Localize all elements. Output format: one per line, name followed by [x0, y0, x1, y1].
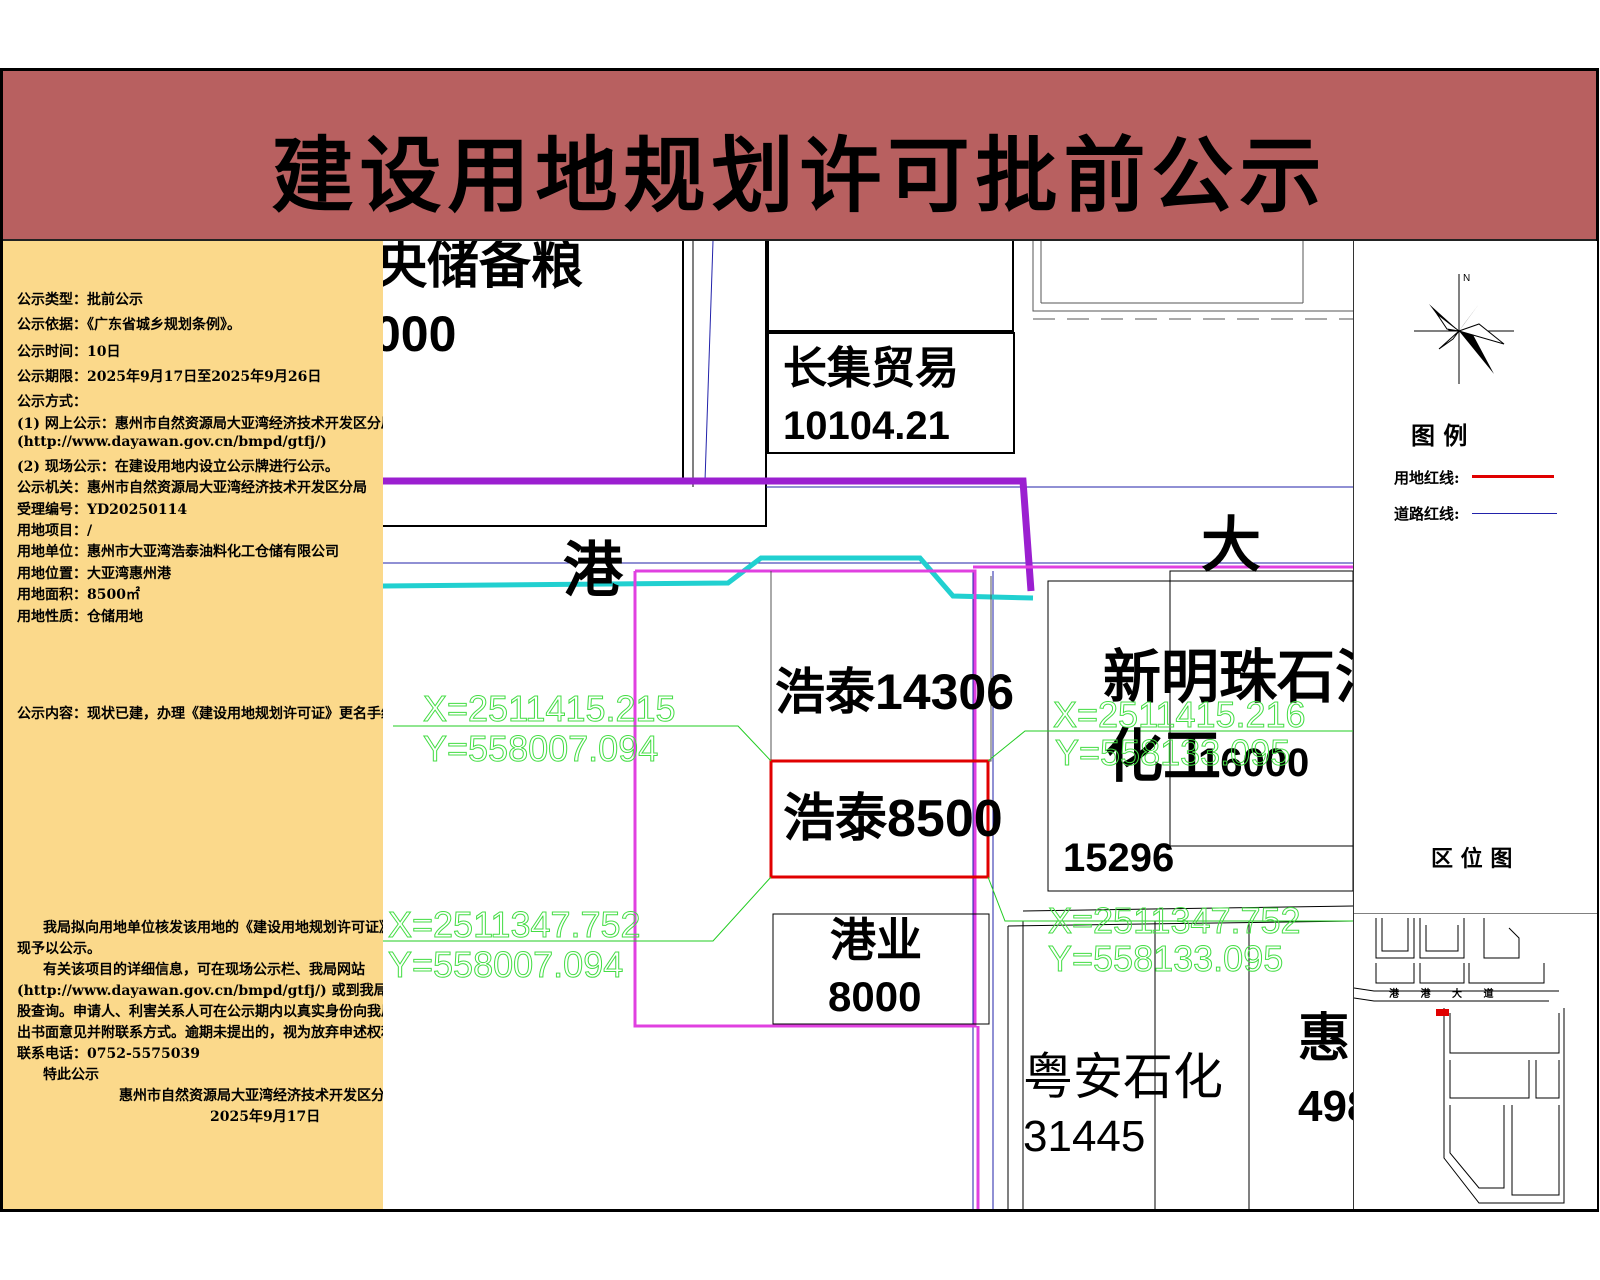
parcel-boundary — [383, 241, 767, 527]
notice-date: 2025年9月17日 — [210, 1109, 321, 1125]
svg-text:N: N — [1463, 273, 1470, 284]
magenta-boundary — [633, 569, 977, 1028]
svg-text:港 港 大 道: 港 港 大 道 — [1389, 987, 1502, 1000]
info-line: 用地项目：/ — [17, 523, 93, 539]
parcel-boundary — [1007, 920, 1353, 927]
info-line: (1) 网上公示：惠州市自然资源局大亚湾经济技术开发区分局 — [17, 416, 395, 432]
info-line: 受理编号：YD20250114 — [17, 502, 188, 518]
info-url: (http://www.dayawan.gov.cn/bmpd/gtfj/) — [17, 434, 327, 450]
map-label: 长集贸易 — [783, 344, 959, 393]
coordinate-label: Y=558007.094 — [423, 728, 658, 769]
legend-panel: N 图 例 用地红线: 道路红线: 区 位 图 港 港 大 道 — [1353, 241, 1597, 1209]
info-line: (2) 现场公示：在建设用地内设立公示牌进行公示。 — [17, 459, 339, 475]
map-label: 10104.21 — [783, 404, 950, 448]
notice-line: 现予以公示。 — [17, 941, 101, 957]
legend-site-swatch — [1472, 475, 1554, 478]
info-line: 用地单位：惠州市大亚湾浩泰油料化工仓储有限公司 — [17, 544, 339, 560]
coordinate-label: Y=558133.095 — [1048, 938, 1283, 979]
notice-line: 出书面意见并附联系方式。逾期未提出的，视为放弃申述权利。 — [17, 1025, 409, 1041]
road-line — [704, 241, 714, 482]
map-label: 惠 — [1298, 1010, 1350, 1068]
title-banner: 建设用地规划许可批前公示 — [3, 71, 1596, 241]
road-label: 大 — [1201, 512, 1261, 579]
map-label: 浩泰14306 — [775, 664, 1014, 720]
coordinate-label: X=2511347.752 — [1048, 900, 1301, 941]
notice-line: 我局拟向用地单位核发该用地的《建设用地规划许可证》， — [43, 920, 400, 936]
legend-road-label: 道路红线: — [1394, 505, 1460, 523]
coordinate-label: X=2511415.216 — [1053, 694, 1306, 735]
north-arrow-icon: N — [1414, 273, 1514, 384]
coordinate-label: X=2511347.752 — [388, 904, 641, 945]
map-label: 新明珠石油 — [1103, 645, 1353, 710]
road-label: 港 — [563, 537, 624, 604]
location-map-title: 区 位 图 — [1431, 846, 1513, 872]
purple-boundary — [383, 477, 1035, 592]
info-line: 用地位置：大亚湾惠州港 — [17, 566, 171, 582]
location-map: 港 港 大 道 — [1354, 913, 1597, 1204]
parcel-boundary — [1022, 905, 1353, 912]
info-line: 公示依据：《广东省城乡规划条例》。 — [17, 317, 241, 333]
site-location-marker — [1436, 1009, 1449, 1016]
legend-road-swatch — [1472, 513, 1557, 514]
info-line: 公示类型：批前公示 — [17, 292, 143, 308]
map-label: 港业 — [830, 914, 922, 966]
notice-line: 特此公示 — [43, 1067, 99, 1083]
notice-line: 股查询。申请人、利害关系人可在公示期内以真实身份向我局提 — [17, 1004, 409, 1020]
legend-site-label: 用地红线: — [1394, 469, 1460, 487]
coordinate-label: Y=558007.094 — [388, 944, 623, 985]
legend-title: 图 例 — [1411, 421, 1468, 450]
leader-line — [383, 876, 772, 942]
info-line: 公示期限：2025年9月17日至2025年9月26日 — [17, 369, 322, 385]
notice-line: 有关该项目的详细信息，可在现场公示栏、我局网站 — [43, 962, 365, 978]
map-label: 粤安石化 — [1023, 1049, 1223, 1105]
page-frame — [0, 68, 1599, 1212]
map-label: 央储备粮 — [383, 241, 583, 295]
parcel-boundary — [1169, 570, 1353, 847]
map-label: 化工 — [1105, 724, 1221, 789]
parcel-boundary — [1047, 580, 1353, 892]
map-label: 8000 — [828, 973, 921, 1020]
info-line: 公示方式： — [17, 394, 87, 410]
map-label: 15296 — [1063, 836, 1174, 880]
info-line: 公示机关：惠州市自然资源局大亚湾经济技术开发区分局 — [17, 480, 367, 496]
leader-line — [987, 730, 1353, 762]
site-map: 长集贸易 10104.21 — [383, 241, 1353, 1209]
map-label: 000 — [383, 306, 456, 362]
map-label: 浩泰8500 — [783, 790, 1003, 848]
map-label: 16000 — [1198, 741, 1309, 785]
parcel-boundary — [767, 241, 1014, 332]
leader-line — [393, 725, 772, 762]
info-line: 用地面积：8500㎡ — [17, 587, 140, 603]
map-label: 498 — [1298, 1082, 1353, 1131]
info-content: 公示内容：现状已建，办理《建设用地规划许可证》更名手续。 — [17, 706, 409, 722]
info-line: 公示时间：10日 — [17, 344, 121, 360]
parcel-boundary — [772, 913, 990, 1025]
info-line: 用地性质：仓储用地 — [17, 609, 143, 625]
page-title: 建设用地规划许可批前公示 — [271, 129, 1328, 224]
notice-signature: 惠州市自然资源局大亚湾经济技术开发区分局 — [119, 1088, 399, 1104]
notice-phone: 联系电话：0752-5575039 — [17, 1046, 200, 1062]
info-panel: 公示类型：批前公示 公示依据：《广东省城乡规划条例》。 公示时间：10日 公示期… — [3, 241, 416, 1209]
coordinate-label: Y=558133.095 — [1055, 732, 1290, 773]
site-boundary — [769, 759, 990, 879]
cyan-boundary — [383, 555, 1034, 601]
parcel-boundary — [767, 332, 1015, 454]
parcel-boundary — [1032, 241, 1353, 312]
map-label: 31445 — [1023, 1112, 1145, 1161]
notice-line: (http://www.dayawan.gov.cn/bmpd/gtfj/) 或… — [17, 983, 416, 999]
leader-line — [987, 876, 1353, 922]
coordinate-label: X=2511415.215 — [423, 688, 676, 729]
